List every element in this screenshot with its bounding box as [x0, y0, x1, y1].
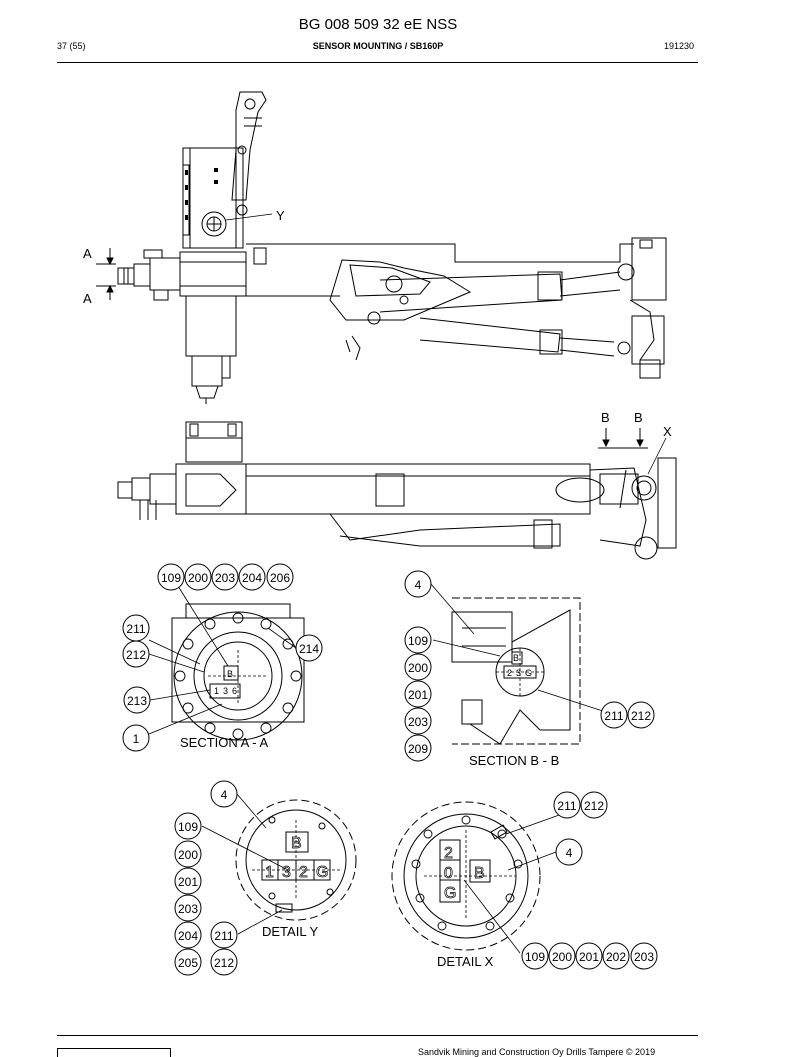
- plate-aa-digit-2: 3: [223, 686, 228, 696]
- callout-aa-204: 204: [242, 571, 262, 585]
- plate-x-char-3: G: [444, 885, 456, 902]
- document-date: 191230: [664, 41, 695, 51]
- callout-bb-201: 201: [408, 688, 428, 702]
- boom-side-view: [117, 421, 677, 560]
- callout-bb-4: 4: [415, 578, 422, 592]
- callout-aa-213: 213: [127, 694, 147, 708]
- plate-y-letter: B: [291, 835, 302, 852]
- section-aa-view: [171, 603, 305, 741]
- plate-x-char-2: 0: [444, 865, 453, 882]
- view-label-a-top: A: [83, 246, 92, 261]
- caption-section-aa: SECTION A - A: [180, 735, 268, 750]
- callout-aa-1: 1: [133, 732, 140, 746]
- callout-aa-212: 212: [126, 648, 146, 662]
- callout-y-211: 211: [214, 929, 233, 943]
- callout-y-4: 4: [221, 788, 228, 802]
- callout-aa-200: 200: [188, 571, 208, 585]
- callout-x-109: 109: [525, 950, 545, 964]
- header-rule: [57, 62, 698, 63]
- plate-aa-letter: B: [227, 669, 233, 679]
- plate-y-digit-4: G: [316, 864, 328, 881]
- view-label-y: Y: [276, 208, 285, 223]
- callout-y-212: 212: [214, 956, 234, 970]
- callout-y-204: 204: [178, 929, 198, 943]
- caption-section-bb: SECTION B - B: [469, 753, 559, 768]
- view-label-a-bottom: A: [83, 291, 92, 306]
- callout-x-211: 211: [557, 799, 576, 813]
- caption-detail-y: DETAIL Y: [262, 924, 318, 939]
- plate-y-digit-1: 1: [265, 864, 274, 881]
- plate-aa-digit-3: 6: [232, 686, 237, 696]
- callout-aa-203: 203: [215, 571, 235, 585]
- document-title: BG 008 509 32 eE NSS: [298, 16, 458, 33]
- callout-x-202: 202: [606, 950, 626, 964]
- callout-x-200: 200: [552, 950, 572, 964]
- section-bb-view: [451, 597, 581, 745]
- footer-copyright: Sandvik Mining and Construction Oy Drill…: [418, 1047, 656, 1057]
- leader-lines: [148, 583, 613, 954]
- callout-y-205: 205: [178, 956, 198, 970]
- plate-bb-digit-3: G: [525, 668, 532, 678]
- page-number: 37 (55): [57, 41, 86, 51]
- callout-x-203: 203: [634, 950, 654, 964]
- callout-bb-109: 109: [408, 634, 428, 648]
- callout-bb-209: 209: [408, 742, 428, 756]
- detail-y-view: [235, 799, 357, 921]
- boom-top-view: [96, 91, 667, 404]
- detail-x-view: [391, 801, 541, 951]
- footer-rule: [57, 1035, 698, 1036]
- callout-x-212: 212: [584, 799, 604, 813]
- callout-aa-206: 206: [270, 571, 290, 585]
- callout-bb-203: 203: [408, 715, 428, 729]
- plate-x-char-1: 2: [444, 845, 453, 862]
- view-label-x: X: [663, 424, 672, 439]
- plate-y-digit-3: 2: [299, 864, 308, 881]
- callout-bb-211: 211: [604, 709, 623, 723]
- plate-aa-digit-1: 1: [214, 686, 219, 696]
- plate-x-letter: B: [474, 865, 485, 882]
- view-labels: Y A A B B X SECTION A - A SECTION B - B …: [83, 208, 672, 969]
- plate-bb-letter: B: [513, 653, 519, 663]
- callout-y-203: 203: [178, 902, 198, 916]
- callout-aa-214: 214: [299, 642, 319, 656]
- callout-numbers: 109 200 203 204 206 211 212 214 213 1 4 …: [126, 571, 654, 970]
- caption-detail-x: DETAIL X: [437, 954, 494, 969]
- plate-y-labels: B 1 3 2 G: [265, 835, 329, 882]
- view-label-b-left: B: [601, 410, 610, 425]
- callout-x-4: 4: [566, 846, 573, 860]
- view-label-b-right: B: [634, 410, 643, 425]
- callout-y-201: 201: [178, 875, 198, 889]
- plate-y-digit-2: 3: [282, 864, 291, 881]
- callout-aa-211: 211: [126, 622, 145, 636]
- callout-y-109: 109: [178, 820, 198, 834]
- plate-bb-digit-2: 3: [516, 668, 521, 678]
- section-title: SENSOR MOUNTING / SB160P: [312, 41, 444, 51]
- callout-x-201: 201: [579, 950, 599, 964]
- plate-bb-digit-1: 2: [507, 668, 512, 678]
- callout-circles: [122, 563, 658, 976]
- callout-bb-212: 212: [631, 709, 651, 723]
- plate-x-labels: 2 0 G B: [444, 845, 485, 903]
- callout-bb-200: 200: [408, 661, 428, 675]
- plate-labels: B 1 3 6 B 2 3 G: [214, 653, 532, 696]
- callout-y-200: 200: [178, 848, 198, 862]
- callout-aa-109: 109: [161, 571, 181, 585]
